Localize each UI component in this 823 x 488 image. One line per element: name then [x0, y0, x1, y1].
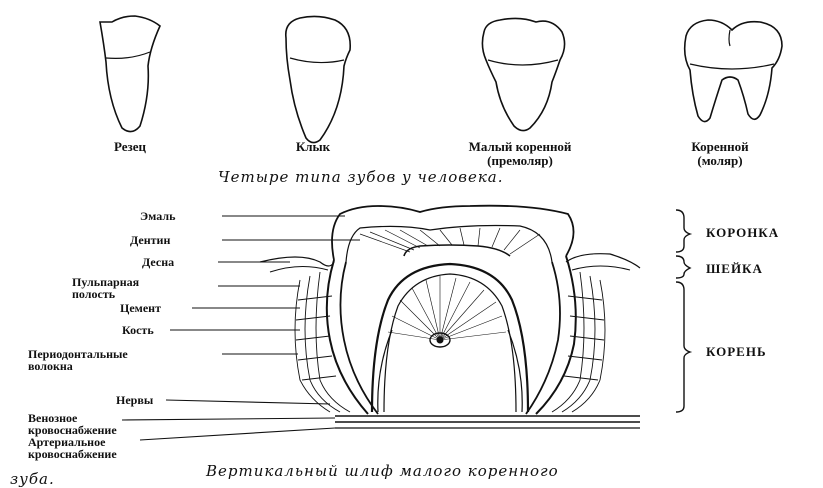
label-root: КОРЕНЬ	[706, 344, 767, 360]
molar-label: Коренной (моляр)	[670, 140, 770, 168]
label-periodontal-2: волокна	[28, 360, 73, 372]
molar-subname: (моляр)	[670, 154, 770, 168]
label-bone: Кость	[122, 324, 154, 336]
label-enamel: Эмаль	[140, 210, 175, 222]
premolar-subname: (премоляр)	[420, 154, 620, 168]
label-nerves: Нервы	[116, 394, 153, 406]
canine-label: Клык	[278, 140, 348, 154]
label-neck: ШЕЙКА	[706, 261, 763, 277]
region-braces	[676, 210, 690, 412]
leader-lines	[122, 216, 360, 440]
top-caption: Четыре типа зубов у человека.	[218, 168, 504, 186]
incisor-name: Резец	[100, 140, 160, 154]
molar-drawing	[685, 20, 782, 122]
label-arterial-2: кровоснабжение	[28, 448, 117, 460]
label-cement: Цемент	[120, 302, 161, 314]
incisor-drawing	[100, 16, 160, 132]
incisor-label: Резец	[100, 140, 160, 154]
label-dentin: Дентин	[130, 234, 170, 246]
label-pulp-2: полость	[72, 288, 115, 300]
label-gum: Десна	[142, 256, 174, 268]
molar-name: Коренной	[670, 140, 770, 154]
canine-name: Клык	[278, 140, 348, 154]
premolar-label: Малый коренной (премоляр)	[420, 140, 620, 168]
bottom-caption-line1: Вертикальный шлиф малого коренного	[206, 462, 559, 480]
premolar-drawing	[482, 18, 564, 130]
bottom-caption-line2: зуба.	[10, 470, 55, 488]
premolar-name: Малый коренной	[420, 140, 620, 154]
tooth-section-drawing	[260, 206, 640, 428]
canine-drawing	[286, 16, 350, 142]
label-crown: КОРОНКА	[706, 225, 779, 241]
